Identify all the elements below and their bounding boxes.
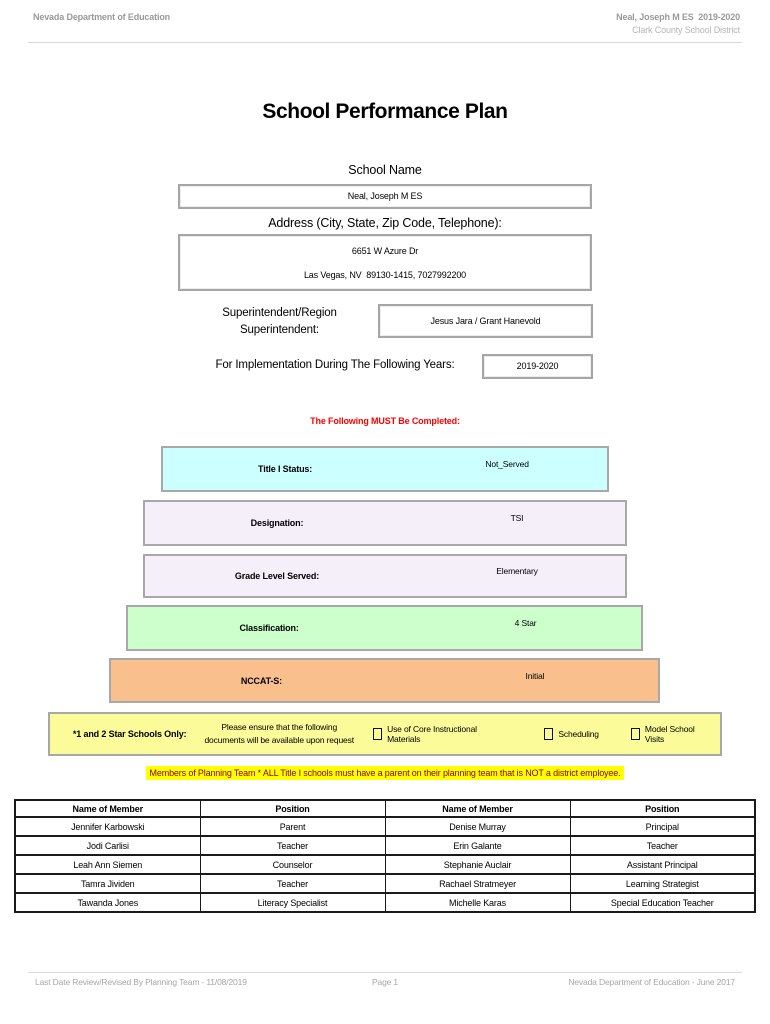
- footer-divider: [28, 972, 742, 973]
- table-cell: Erin Galante: [384, 835, 571, 856]
- address-field[interactable]: 6651 W Azure Dr Las Vegas, NV 89130-1415…: [178, 234, 592, 291]
- must-complete-notice: The Following MUST Be Completed:: [310, 416, 460, 426]
- members-table: Name of Member Position Name of Member P…: [14, 799, 756, 913]
- classification-value[interactable]: 4 Star: [514, 618, 537, 628]
- table-cell: Parent: [199, 816, 386, 837]
- header-school-year: Neal, Joseph M ES 2019-2020: [616, 12, 740, 22]
- checkbox-item-scheduling[interactable]: Scheduling: [544, 728, 599, 740]
- table-cell: Counselor: [199, 854, 386, 875]
- model-visits-label: Model School Visits: [644, 724, 695, 744]
- table-cell: Denise Murray: [384, 816, 571, 837]
- table-cell: Rachael Stratmeyer: [384, 873, 571, 894]
- header-department: Nevada Department of Education: [33, 12, 171, 22]
- designation-row: Designation: TSI: [143, 500, 627, 546]
- col-header-position-2: Position: [569, 799, 756, 818]
- table-cell: Special Education Teacher: [569, 892, 756, 913]
- table-cell: Literacy Specialist: [199, 892, 386, 913]
- header-right: Neal, Joseph M ES 2019-2020 Clark County…: [616, 12, 740, 35]
- model-visits-checkbox[interactable]: [630, 728, 640, 740]
- address-label: Address (City, State, Zip Code, Telephon…: [268, 216, 502, 230]
- col-header-position-1: Position: [199, 799, 386, 818]
- table-cell: Teacher: [199, 835, 386, 856]
- address-line2: Las Vegas, NV 89130-1415, 7027992200: [303, 270, 467, 280]
- header-divider: [28, 42, 742, 43]
- col-header-name-1: Name of Member: [14, 799, 201, 818]
- table-cell: Jodi Carlisi: [14, 835, 201, 856]
- header-district: Clark County School District: [632, 25, 740, 35]
- scheduling-label: Scheduling: [558, 729, 599, 739]
- star-schools-note: Please ensure that the following documen…: [199, 721, 359, 747]
- star-schools-label: *1 and 2 Star Schools Only:: [72, 729, 187, 739]
- title-i-status-value[interactable]: Not_Served: [485, 459, 529, 469]
- footer-page-number: Page 1: [371, 977, 399, 987]
- table-cell: Tamra Jividen: [14, 873, 201, 894]
- core-materials-checkbox[interactable]: [373, 728, 383, 740]
- designation-label: Designation:: [250, 518, 304, 528]
- checkbox-item-core-materials[interactable]: Use of Core Instructional Materials: [373, 724, 502, 744]
- table-cell: Principal: [569, 816, 756, 837]
- title-i-status-row: Title I Status: Not_Served: [161, 446, 609, 492]
- table-cell: Teacher: [199, 873, 386, 894]
- table-cell: Teacher: [569, 835, 756, 856]
- footer-source: Nevada Department of Education - June 20…: [568, 977, 735, 987]
- grade-level-value[interactable]: Elementary: [496, 566, 538, 576]
- footer-revised-date: Last Date Review/Revised By Planning Tea…: [35, 977, 247, 987]
- nccat-s-value[interactable]: Initial: [525, 670, 545, 681]
- table-cell: Learning Strategist: [569, 873, 756, 894]
- table-cell: Michelle Karas: [384, 892, 571, 913]
- superintendent-field[interactable]: Jesus Jara / Grant Hanevold: [378, 304, 593, 338]
- scheduling-checkbox[interactable]: [544, 728, 554, 740]
- school-name-label: School Name: [348, 163, 422, 177]
- star-schools-box: *1 and 2 Star Schools Only: Please ensur…: [48, 712, 722, 756]
- col-header-name-2: Name of Member: [384, 799, 571, 818]
- core-materials-label: Use of Core Instructional Materials: [387, 724, 477, 744]
- table-cell: Jennifer Karbowski: [14, 816, 201, 837]
- classification-row: Classification: 4 Star: [126, 605, 643, 651]
- checkbox-item-model-visits[interactable]: Model School Visits: [630, 724, 710, 744]
- classification-label: Classification:: [239, 623, 299, 633]
- designation-value[interactable]: TSI: [510, 513, 524, 523]
- address-line1: 6651 W Azure Dr: [351, 246, 419, 256]
- table-cell: Tawanda Jones: [14, 892, 201, 913]
- implementation-label: For Implementation During The Following …: [215, 359, 455, 371]
- table-cell: Leah Ann Siemen: [14, 854, 201, 875]
- school-name-field[interactable]: Neal, Joseph M ES: [178, 184, 592, 209]
- planning-team-notice: Members of Planning Team * ALL Title I s…: [145, 766, 625, 780]
- table-cell: Assistant Principal: [569, 854, 756, 875]
- star-schools-note-line1: Please ensure that the following: [221, 722, 338, 733]
- nccat-s-row: NCCAT-S: Initial: [109, 658, 660, 703]
- grade-level-label: Grade Level Served:: [234, 571, 320, 581]
- nccat-s-label: NCCAT-S:: [240, 675, 282, 686]
- implementation-years-field[interactable]: 2019-2020: [482, 354, 593, 379]
- table-cell: Stephanie Auclair: [384, 854, 571, 875]
- page-title: School Performance Plan: [262, 100, 508, 123]
- title-i-status-label: Title I Status:: [258, 464, 313, 474]
- superintendent-label: Superintendent/Region Superintendent:: [222, 307, 337, 336]
- table-header-row: Name of Member Position Name of Member P…: [14, 799, 756, 818]
- grade-level-row: Grade Level Served: Elementary: [143, 554, 627, 598]
- planning-team-notice-wrap: Members of Planning Team * ALL Title I s…: [0, 763, 770, 781]
- star-schools-note-line2: documents will be available upon request: [204, 735, 354, 745]
